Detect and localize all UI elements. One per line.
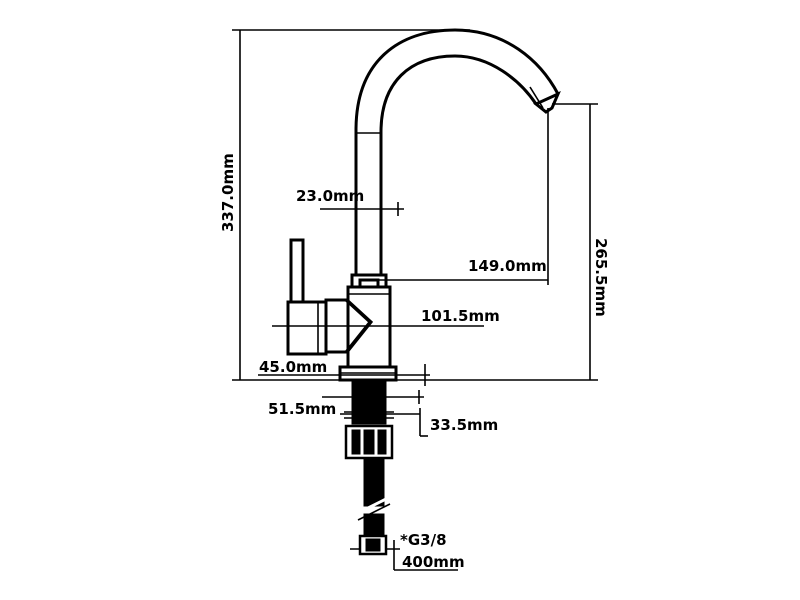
flange-diameter-label: 51.5mm [268, 400, 336, 418]
handle-reach-label: 101.5mm [421, 307, 500, 325]
total-height-dimension: 337.0mm [219, 29, 598, 381]
spout-diameter-dimension: 23.0mm [296, 187, 404, 216]
spout-height-label: 265.5mm [592, 238, 610, 317]
hose-length-dimension: 400mm [394, 553, 465, 571]
thread-dimension: *G3/8 [350, 531, 447, 570]
handle-reach-dimension: 101.5mm [272, 307, 500, 327]
faucet-outline [286, 28, 561, 382]
spout-height-dimension: 265.5mm [552, 103, 610, 380]
base-diameter-label: 45.0mm [259, 358, 327, 376]
base-diameter-dimension: 45.0mm [258, 358, 430, 386]
spout-diameter-label: 23.0mm [296, 187, 364, 205]
spout-reach-label: 149.0mm [468, 257, 547, 275]
total-height-label: 337.0mm [219, 153, 237, 232]
mounting-shank [344, 379, 394, 460]
supply-hose [357, 457, 391, 556]
shank-diameter-label: 33.5mm [430, 416, 498, 434]
hose-length-label: 400mm [402, 553, 465, 571]
spout-reach-dimension: 149.0mm [372, 108, 549, 285]
thread-label: *G3/8 [400, 531, 447, 549]
